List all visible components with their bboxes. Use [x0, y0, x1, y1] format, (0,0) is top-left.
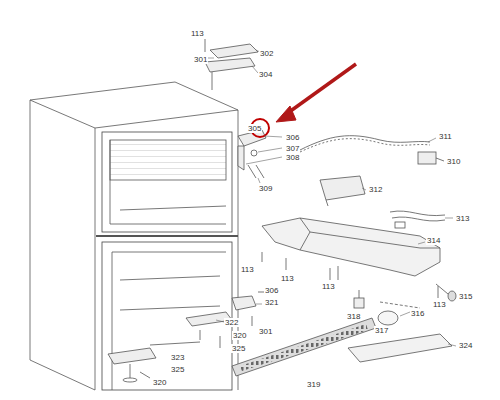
callout-number: 304	[258, 70, 273, 79]
callout-number: 320	[152, 378, 167, 387]
callout-number: 317	[374, 326, 389, 335]
callout-number: 320	[232, 331, 247, 340]
callout-number: 325	[231, 344, 246, 353]
red-arrow	[276, 64, 356, 122]
callout-number: 323	[170, 353, 185, 362]
callout-number: 301	[258, 327, 273, 336]
callout-number: 310	[446, 157, 461, 166]
callout-number: 325	[170, 365, 185, 374]
callout-number: 324	[458, 341, 473, 350]
callout-number: 322	[224, 318, 239, 327]
callout-number: 113	[240, 265, 255, 274]
callout-number: 313	[455, 214, 470, 223]
callout-number: 312	[368, 185, 383, 194]
callout-number: 113	[321, 282, 336, 291]
callout-number: 113	[190, 29, 205, 38]
leveling-leg	[108, 348, 156, 382]
wire-harness	[390, 211, 445, 228]
callout-number: 306	[264, 286, 279, 295]
callout-number: 113	[432, 300, 447, 309]
screws	[262, 252, 438, 298]
callout-number: 113	[280, 274, 295, 283]
callout-number: 316	[410, 309, 425, 318]
light-assembly	[354, 290, 420, 325]
ice-maker-wiring	[300, 136, 444, 164]
callout-number: 311	[438, 132, 453, 141]
leader-lines	[208, 50, 456, 346]
callout-number: 306	[285, 133, 300, 142]
lower-hinge	[186, 292, 264, 348]
light-shield	[348, 334, 452, 362]
callout-number: 315	[458, 292, 473, 301]
callout-number: 321	[264, 298, 279, 307]
top-hinge	[205, 39, 258, 90]
callout-number: 302	[259, 49, 274, 58]
callout-number: 308	[285, 153, 300, 162]
control-housing	[262, 218, 456, 301]
control-box	[320, 176, 365, 206]
cabinet	[30, 82, 238, 390]
callout-number: 305	[247, 124, 262, 133]
callout-number: 307	[285, 144, 300, 153]
callout-number: 301	[193, 55, 208, 64]
callout-number: 318	[346, 312, 361, 321]
callout-number: 309	[258, 184, 273, 193]
callout-number: 319	[306, 380, 321, 389]
callout-number: 314	[426, 236, 441, 245]
grille	[232, 318, 376, 376]
